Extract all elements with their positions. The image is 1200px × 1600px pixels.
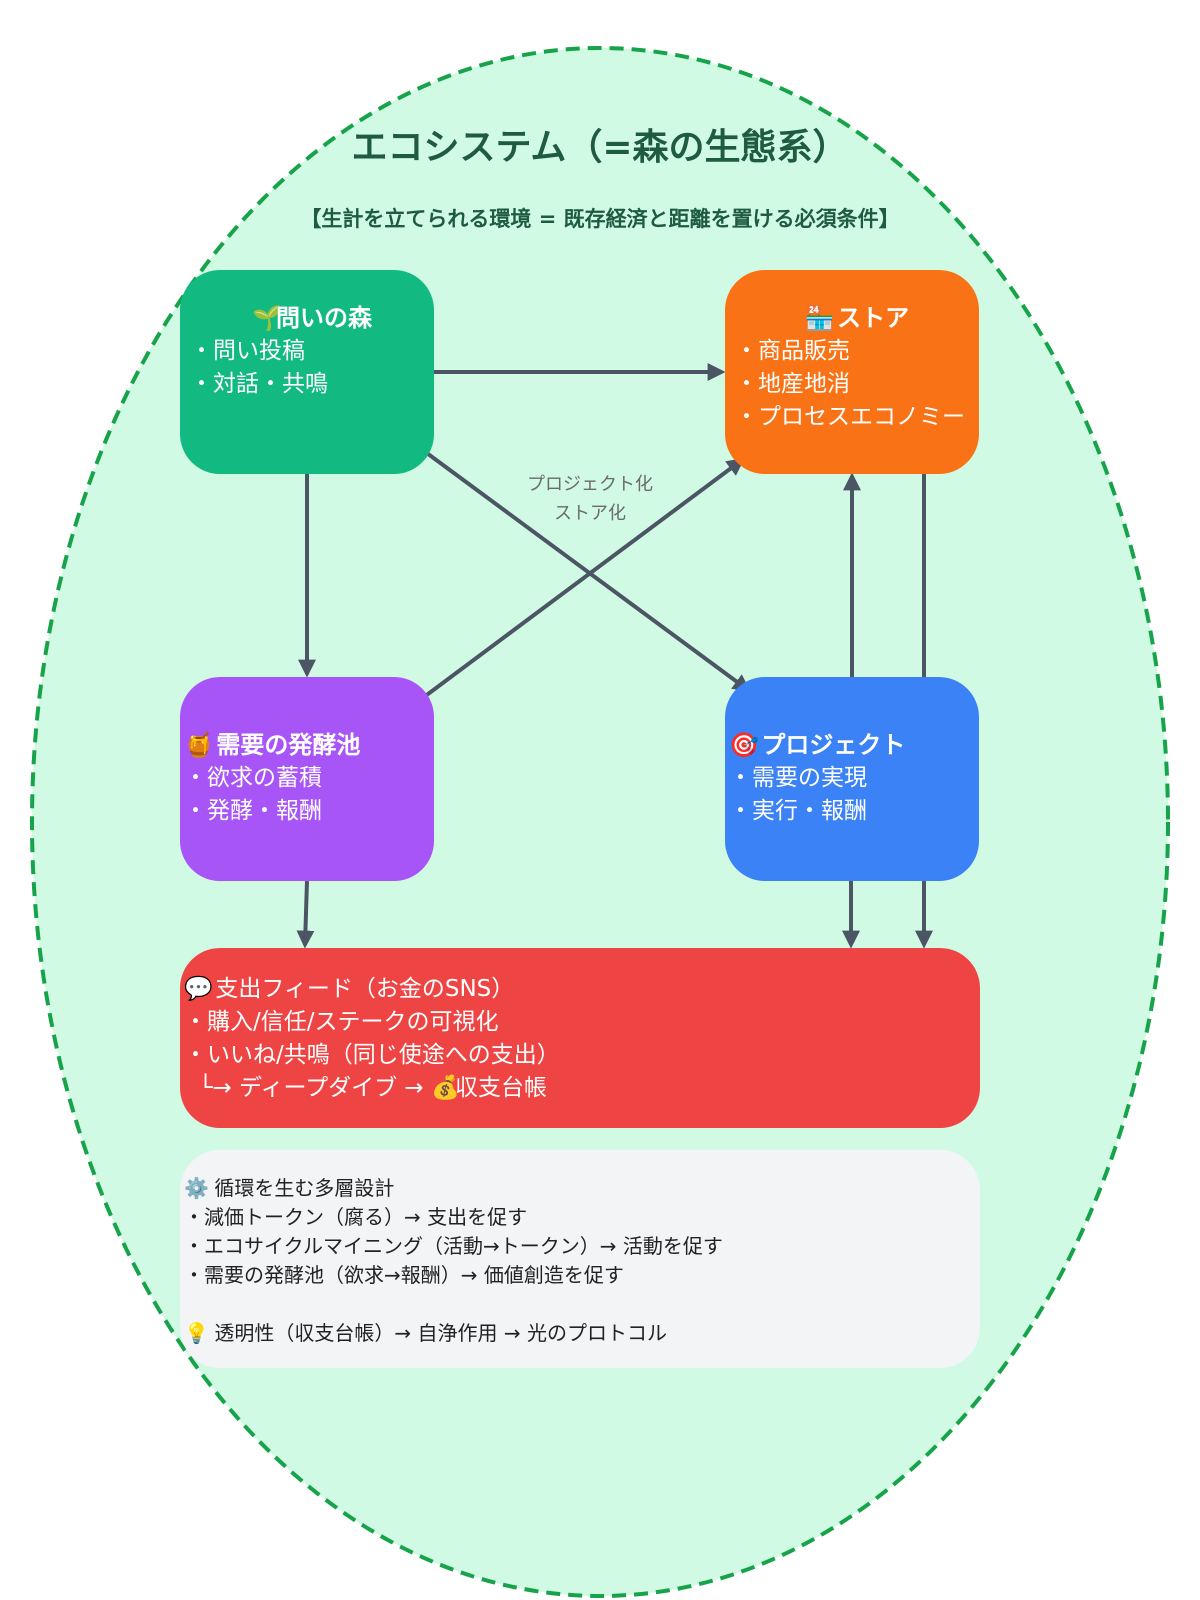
store-node: 🏪 ストア ・商品販売 ・地産地消 ・プロセスエコノミー	[725, 270, 979, 474]
arrow-forest-to-project	[418, 446, 751, 693]
design-notes: ⚙️ 循環を生む多層設計 ・減価トークン（腐る）→ 支出を促す ・エコサイクルマ…	[180, 1150, 980, 1368]
feed-item: ・購入/信任/ステークの可視化	[184, 1009, 499, 1035]
feed-title-text: 支出フィード（お金のSNS）	[215, 976, 515, 1002]
diagram-title: エコシステム（=森の生態系）	[351, 127, 849, 168]
project-item: ・需要の実現	[729, 765, 867, 791]
spending-feed-node: 💬 支出フィード（お金のSNS） ・購入/信任/ステークの可視化 ・いいね/共鳴…	[180, 948, 980, 1128]
feed-item: ・いいね/共鳴（同じ使途への支出）	[184, 1042, 560, 1068]
money-bag-icon: 💰	[430, 1075, 460, 1101]
project-node-title: 🎯 プロジェクト	[729, 729, 979, 762]
edge-label-line2: ストア化	[554, 503, 626, 524]
forest-item: ・対話・共鳴	[190, 371, 328, 397]
gear-icon: ⚙️	[184, 1176, 209, 1200]
store-item: ・プロセスエコノミー	[735, 404, 965, 430]
pool-item: ・発酵・報酬	[184, 798, 322, 824]
feed-sub-text: 収支台帳	[454, 1075, 547, 1101]
pool-node-title: 🍯 需要の発酵池	[184, 729, 434, 762]
speech-bubble-icon: 💬	[184, 976, 213, 1002]
store-item: ・地産地消	[735, 371, 850, 397]
forest-title-text: 問いの森	[276, 304, 372, 332]
convenience-store-icon: 🏪	[804, 304, 835, 332]
feed-subitem: └→ ディープダイブ → 💰収支台帳	[184, 1072, 980, 1105]
forest-node: 🌱問いの森 ・問い投稿 ・対話・共鳴	[180, 270, 434, 474]
design-title: ⚙️ 循環を生む多層設計	[184, 1174, 980, 1203]
design-title-text: 循環を生む多層設計	[214, 1176, 395, 1200]
design-item: ・減価トークン（腐る）→ 支出を促す	[184, 1205, 528, 1229]
forest-node-title: 🌱問いの森	[190, 302, 434, 335]
feed-sub-prefix: └→ ディープダイブ →	[198, 1075, 431, 1101]
target-icon: 🎯	[729, 731, 759, 759]
diagram-subtitle: 【生計を立てられる環境 = 既存経済と距離を置ける必須条件】	[300, 207, 900, 231]
design-footer-text: 透明性（収支台帳）→ 自浄作用 → 光のプロトコル	[214, 1321, 667, 1345]
arrow-pool-to-store	[418, 457, 745, 702]
forest-item: ・問い投稿	[190, 338, 305, 364]
project-item: ・実行・報酬	[729, 798, 867, 824]
light-bulb-icon: 💡	[184, 1321, 209, 1345]
feed-title: 💬 支出フィード（お金のSNS）	[184, 973, 980, 1006]
store-title-text: ストア	[837, 304, 910, 332]
store-item: ・商品販売	[735, 338, 850, 364]
honey-pot-icon: 🍯	[184, 731, 214, 759]
project-title-text: プロジェクト	[761, 731, 906, 759]
edge-label: プロジェクト化 ストア化	[505, 470, 675, 528]
arrow-pool-to-feed	[296, 880, 315, 949]
project-node: 🎯 プロジェクト ・需要の実現 ・実行・報酬	[725, 677, 979, 881]
design-item: ・エコサイクルマイニング（活動→トークン）→ 活動を促す	[184, 1234, 723, 1258]
seedling-icon: 🌱	[252, 304, 282, 332]
design-spacer	[184, 1290, 980, 1319]
store-node-title: 🏪 ストア	[735, 302, 979, 335]
pool-item: ・欲求の蓄積	[184, 765, 322, 791]
design-footer: 💡 透明性（収支台帳）→ 自浄作用 → 光のプロトコル	[184, 1319, 980, 1348]
design-item: ・需要の発酵池（欲求→報酬）→ 価値創造を促す	[184, 1263, 624, 1287]
demand-pool-node: 🍯 需要の発酵池 ・欲求の蓄積 ・発酵・報酬	[180, 677, 434, 881]
pool-title-text: 需要の発酵池	[216, 731, 361, 759]
edge-label-line1: プロジェクト化	[527, 474, 653, 495]
